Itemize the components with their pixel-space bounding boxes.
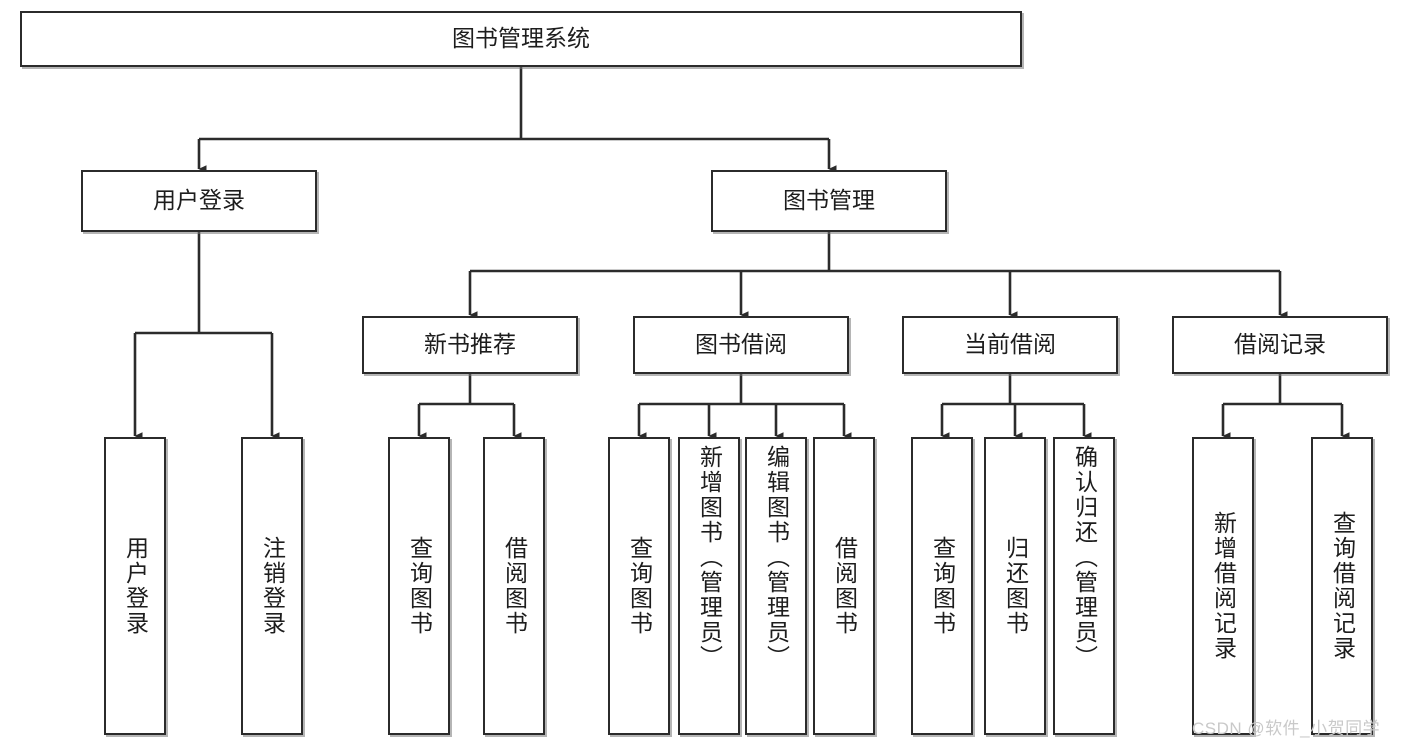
- node-label: 图书管理系统: [452, 25, 590, 52]
- node-label: 查询图书: [626, 536, 653, 636]
- node-label: 注销登录: [259, 536, 286, 636]
- node-label: 图书管理: [783, 187, 875, 214]
- watermark: CSDN @软件_小贺同学: [1192, 719, 1381, 738]
- node-current-borrow: 当前借阅: [902, 316, 1118, 374]
- node-leaf-query-book-1: 查询图书: [388, 437, 450, 735]
- node-leaf-user-login: 用户登录: [104, 437, 166, 735]
- node-root: 图书管理系统: [20, 11, 1022, 67]
- node-label: 查询借阅记录: [1329, 511, 1356, 661]
- node-label: 新书推荐: [424, 331, 516, 358]
- node-borrow-record: 借阅记录: [1172, 316, 1388, 374]
- node-label: 新增图书（管理员）: [696, 445, 723, 670]
- node-label: 归还图书: [1002, 536, 1029, 636]
- connector-group: [133, 67, 1350, 440]
- node-label: 借阅图书: [501, 536, 528, 636]
- node-leaf-add-record: 新增借阅记录: [1192, 437, 1254, 735]
- node-label: 借阅记录: [1234, 331, 1326, 358]
- node-book-manage: 图书管理: [711, 170, 947, 232]
- node-label: 查询图书: [929, 536, 956, 636]
- node-label: 借阅图书: [831, 536, 858, 636]
- node-book-borrow: 图书借阅: [633, 316, 849, 374]
- node-leaf-query-book-3: 查询图书: [911, 437, 973, 735]
- node-leaf-borrow-book-1: 借阅图书: [483, 437, 545, 735]
- node-leaf-return-book: 归还图书: [984, 437, 1046, 735]
- node-label: 当前借阅: [964, 331, 1056, 358]
- node-leaf-edit-book: 编辑图书（管理员）: [745, 437, 807, 735]
- node-leaf-borrow-book-2: 借阅图书: [813, 437, 875, 735]
- node-leaf-query-record: 查询借阅记录: [1311, 437, 1373, 735]
- node-label: 确认归还（管理员）: [1071, 445, 1098, 670]
- node-label: 图书借阅: [695, 331, 787, 358]
- node-label: 用户登录: [153, 187, 245, 214]
- node-leaf-add-book: 新增图书（管理员）: [678, 437, 740, 735]
- node-label: 用户登录: [122, 536, 149, 636]
- node-label: 编辑图书（管理员）: [763, 445, 790, 670]
- node-user-login: 用户登录: [81, 170, 317, 232]
- node-label: 查询图书: [406, 536, 433, 636]
- node-new-book-rec: 新书推荐: [362, 316, 578, 374]
- node-leaf-logout-login: 注销登录: [241, 437, 303, 735]
- node-label: 新增借阅记录: [1210, 511, 1237, 661]
- node-leaf-confirm-return: 确认归还（管理员）: [1053, 437, 1115, 735]
- node-leaf-query-book-2: 查询图书: [608, 437, 670, 735]
